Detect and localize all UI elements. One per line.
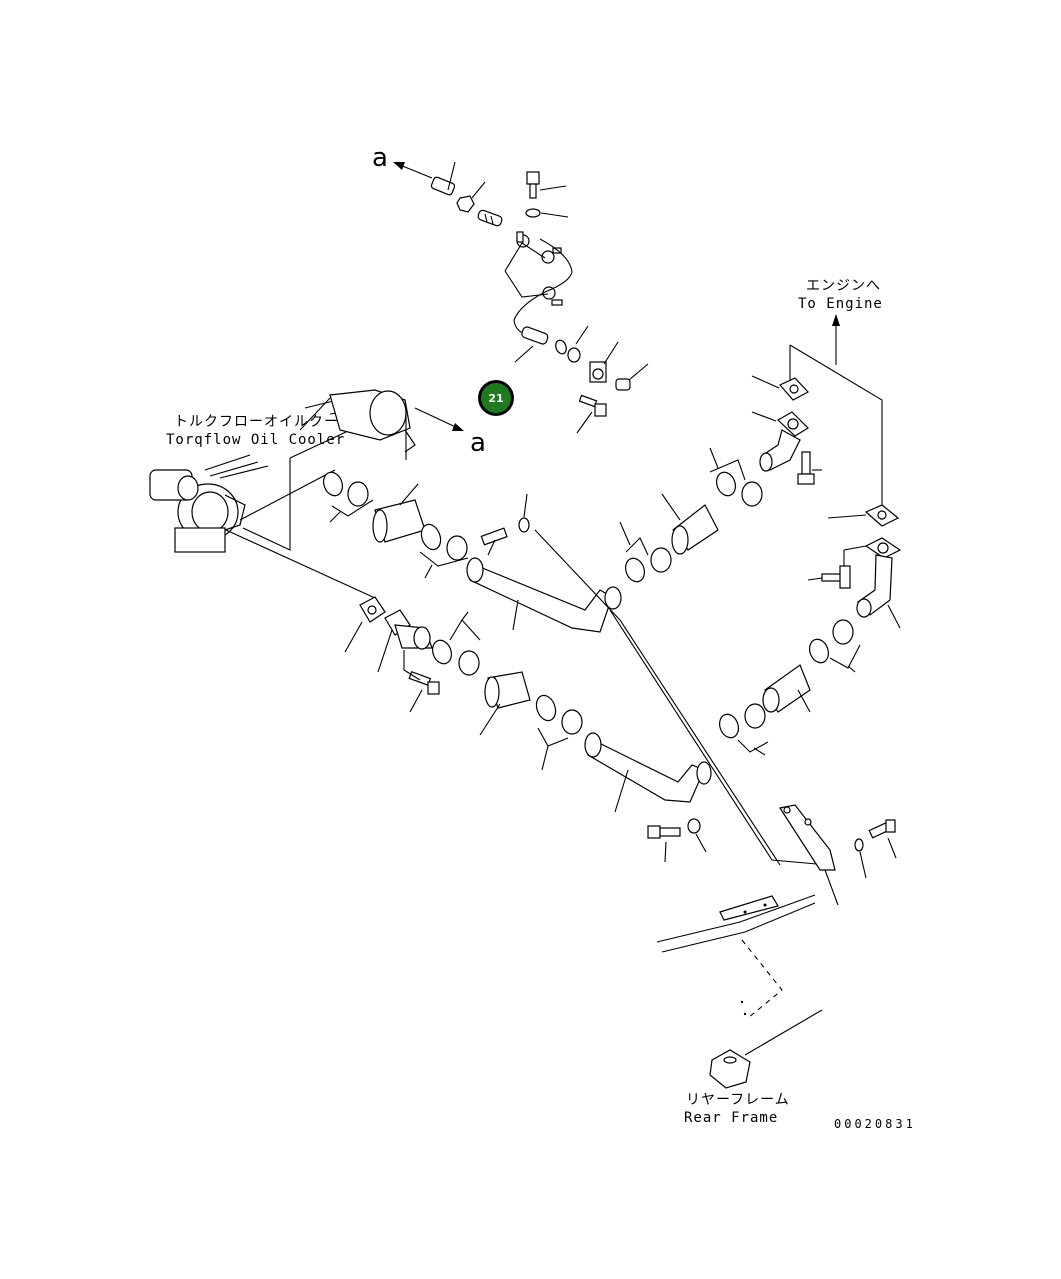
- hose-2: [661, 493, 719, 555]
- washer-2: [687, 818, 707, 853]
- bolt-2: [647, 825, 681, 863]
- clamp-pair-4: [619, 521, 672, 583]
- clamp-pair-1: [322, 471, 374, 523]
- frame-block: [709, 1049, 751, 1089]
- flange-elbow-2: [856, 537, 902, 629]
- to-engine-group: エンジンへ To Engine: [619, 278, 902, 756]
- support-bracket: [534, 529, 839, 906]
- clamp-pair-5: [808, 619, 861, 673]
- washer-top: [525, 208, 569, 218]
- long-pipe-2: [584, 732, 712, 813]
- clamp-pair-3: [709, 447, 763, 507]
- to-engine-label-en: To Engine: [798, 296, 883, 312]
- drawing-code: 00020831: [834, 1117, 916, 1131]
- gasket-3: [344, 596, 386, 653]
- clip-upper: [516, 231, 563, 306]
- elbow-fitting: [430, 161, 456, 196]
- ref-a-mid: a: [470, 428, 486, 458]
- gasket-1: [751, 375, 809, 401]
- tube-line: [504, 238, 573, 337]
- hose-4: [479, 671, 531, 736]
- bolt-bracket: [854, 819, 897, 879]
- callout-number: 21: [488, 392, 503, 405]
- short-hose: [477, 209, 503, 227]
- to-engine-label-jp: エンジンへ: [806, 278, 881, 294]
- bolt-1: [480, 527, 508, 556]
- rear-frame-label-en: Rear Frame: [684, 1110, 778, 1126]
- bolt-elbow-2: [807, 545, 867, 589]
- nut: [456, 181, 486, 213]
- lower-left-hose-group: [344, 596, 712, 863]
- clamp-pair-7: [431, 611, 481, 676]
- oil-cooler-label-jp: トルクフローオイルクーラ: [174, 414, 354, 430]
- hose-3: [762, 664, 811, 713]
- bolt-stub: [403, 650, 440, 713]
- bolt-top: [526, 171, 567, 199]
- leader-lines: [225, 414, 407, 599]
- clamp-pair-top: [555, 325, 589, 363]
- rear-frame: リヤーフレーム Rear Frame: [656, 894, 823, 1126]
- arrow-up-icon: [832, 314, 840, 365]
- clamp-pair-2: [419, 523, 469, 579]
- oil-cooler-label-en: Torqflow Oil Cooler: [166, 432, 345, 448]
- hose-1: [372, 483, 426, 543]
- arrow-left-icon: [393, 162, 433, 179]
- adapter-block: [589, 341, 619, 383]
- washer-1: [518, 493, 530, 533]
- top-hose-assembly: a: [372, 143, 649, 434]
- long-pipe-1: [466, 557, 622, 633]
- flange-stub: [377, 609, 433, 673]
- oil-cooler: トルクフローオイルクーラ Torqflow Oil Cooler a: [149, 389, 486, 553]
- clamp-pair-8: [535, 694, 583, 771]
- ref-a-top: a: [372, 143, 388, 173]
- clamp-pair-6: [718, 703, 769, 756]
- bolt-adapter: [576, 394, 607, 434]
- rear-frame-label-jp: リヤーフレーム: [686, 1092, 790, 1108]
- hose-mid: [514, 326, 549, 363]
- upper-left-hose-group: [322, 471, 622, 633]
- plug: [615, 363, 649, 391]
- callout-marker[interactable]: 21: [478, 380, 514, 416]
- flange-elbow-1: [751, 411, 809, 472]
- bolt-elbow-1: [797, 451, 822, 485]
- gasket-2: [827, 504, 900, 527]
- arrow-right-icon: [414, 407, 464, 431]
